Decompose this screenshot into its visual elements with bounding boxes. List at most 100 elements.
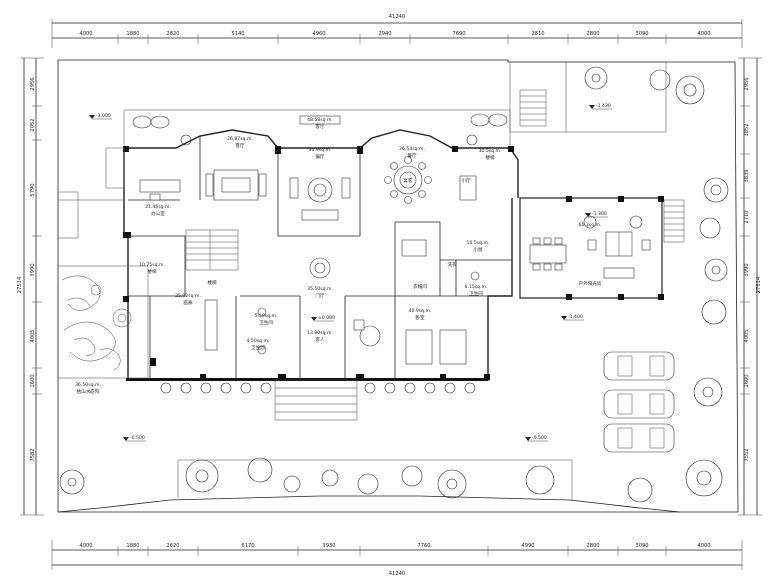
tree-right-2 [703, 177, 729, 203]
right-dim-6: 4005 [744, 329, 750, 342]
level-yard-left-text: -0.500 [130, 435, 145, 441]
right-dim-8: 7552 [744, 448, 750, 461]
level-terrace: -1.430 [589, 103, 612, 110]
room-name-living: 客厅 [315, 123, 325, 130]
room-name-office: 办公室 [151, 210, 165, 217]
room-name-family: 偏厅 [315, 153, 325, 160]
room-name-bedroom: 卧室 [415, 314, 425, 321]
top-dimension-chain: 41240 4000 1880 2820 5140 4960 2940 7690… [51, 14, 743, 48]
room-area-office: 21.45sq.m. [145, 204, 171, 210]
tree-right-8 [627, 477, 653, 503]
top-dim-6: 2940 [378, 31, 391, 37]
car-1 [603, 351, 675, 381]
bottom-dim-7: 4990 [521, 543, 534, 549]
left-dim-1: 2956 [30, 77, 36, 90]
level-upper-left-text: -3.000 [96, 113, 111, 119]
bottom-total-dim: 41240 [389, 571, 406, 577]
level-sun: -1.300 [585, 211, 608, 218]
bottom-dim-5: 3930 [322, 543, 335, 549]
bottom-dim-4: 6170 [241, 543, 254, 549]
tree-yard-1 [185, 459, 219, 493]
left-dim-5: 4005 [30, 329, 36, 342]
right-dim-4: 2710 [744, 210, 750, 223]
right-dim-2: 3852 [744, 123, 750, 136]
room-area-bedroom: 40.9sq.m. [409, 308, 432, 314]
right-dim-1: 2956 [744, 77, 750, 90]
room-name-garden: 枯山水庭院 [77, 388, 100, 395]
room-area-wc1: 5.50sq.m. [255, 313, 278, 319]
level-right: -1.400 [561, 314, 584, 321]
level-foyer-text: ±0.000 [318, 315, 335, 321]
right-dim-5: 3990 [744, 263, 750, 276]
car-2 [603, 389, 675, 419]
room-name-wc3: 卫生间 [251, 344, 265, 351]
landscape-plants [59, 66, 729, 503]
room-area-dining: 26.54sq.m. [399, 146, 425, 152]
level-sun-text: -1.300 [592, 211, 607, 217]
top-total-dim: 41240 [389, 14, 406, 20]
bottom-dim-3: 2620 [166, 543, 179, 549]
tree-yard-4 [321, 469, 339, 487]
right-total-dim: 27514 [756, 276, 762, 293]
left-dim-2: 2052 [30, 118, 36, 131]
room-name-gallery: 画廊 [183, 299, 193, 306]
planters-front [160, 382, 476, 394]
bottom-dim-10: 4000 [697, 543, 710, 549]
level-foyer: ±0.000 [311, 315, 335, 322]
room-name-lounge-left: 客厅 [235, 142, 245, 149]
tree-top-right-2 [649, 69, 671, 91]
top-dim-10: 3090 [635, 31, 648, 37]
left-entry [57, 147, 125, 239]
level-terrace-text: -1.430 [596, 103, 611, 109]
bottom-dim-6: 7760 [417, 543, 430, 549]
bottom-dimension-chain: 4000 1880 2620 6170 3930 7760 4990 2800 … [51, 540, 743, 577]
level-markers: -3.000 -1.430 -1.300 ±0.000 -1.400 -0.50… [89, 103, 612, 442]
tree-right-6 [693, 377, 723, 407]
left-dim-6: 1600 [30, 374, 36, 387]
room-area-wc3: 4.50sq.m. [247, 338, 270, 344]
dry-garden [57, 265, 149, 379]
tree-yard-2 [247, 457, 273, 483]
room-name-cloak: 衣帽间 [413, 283, 427, 290]
tree-yard-5 [357, 473, 379, 495]
tree-yard-8 [525, 465, 555, 495]
room-area-tea: 10.75sq.m. [139, 262, 165, 268]
left-dim-3: 5790 [30, 183, 36, 196]
room-name-stair-hall: 楼梯 [485, 154, 495, 161]
main-stair [185, 229, 239, 271]
upper-stair [519, 89, 547, 127]
room-area-pantry: 10.5sq.m. [467, 240, 490, 246]
top-dim-9: 2800 [586, 31, 599, 37]
room-area-sunroom: 60.3sq.m. [579, 222, 602, 228]
top-dim-7: 7690 [452, 31, 465, 37]
level-upper-left: -3.000 [89, 113, 112, 120]
room-name-tea: 楼梯 [147, 268, 157, 275]
bottom-dim-8: 2800 [586, 543, 599, 549]
top-dim-8: 2810 [531, 31, 544, 37]
front-steps [274, 379, 358, 421]
room-area-garden: 36.50sq.m. [75, 382, 101, 388]
tree-yard-6 [401, 465, 423, 487]
right-dim-3: 3839 [744, 169, 750, 182]
room-area-gallery: 25.92sq.m. [175, 293, 201, 299]
tree-right-3 [699, 217, 721, 239]
right-dimension-chain: 27514 2956 3852 3839 2710 3990 4005 1600… [738, 57, 762, 516]
room-name-stair: 楼梯 [207, 279, 217, 286]
furniture [132, 113, 508, 365]
tree-yard-7 [437, 469, 467, 499]
right-dim-7: 1600 [744, 374, 750, 387]
room-name-sunroom: 户外阳光房 [579, 280, 602, 287]
room-name-dining: 餐厅 [407, 152, 417, 159]
tree-yard-3 [283, 475, 301, 493]
tree-top-right-1 [584, 66, 608, 90]
room-name-side-hall: 小厅 [461, 177, 471, 184]
top-dim-2: 1880 [126, 31, 139, 37]
tree-right-7 [685, 459, 723, 497]
tree-right-4 [704, 258, 728, 282]
room-name-study: 客人 [315, 336, 325, 343]
room-name-wc2: 卫生间 [469, 290, 483, 297]
tree-right-5 [701, 299, 727, 325]
room-name-pantry: 小厨 [473, 246, 483, 253]
top-dim-11: 4000 [697, 31, 710, 37]
